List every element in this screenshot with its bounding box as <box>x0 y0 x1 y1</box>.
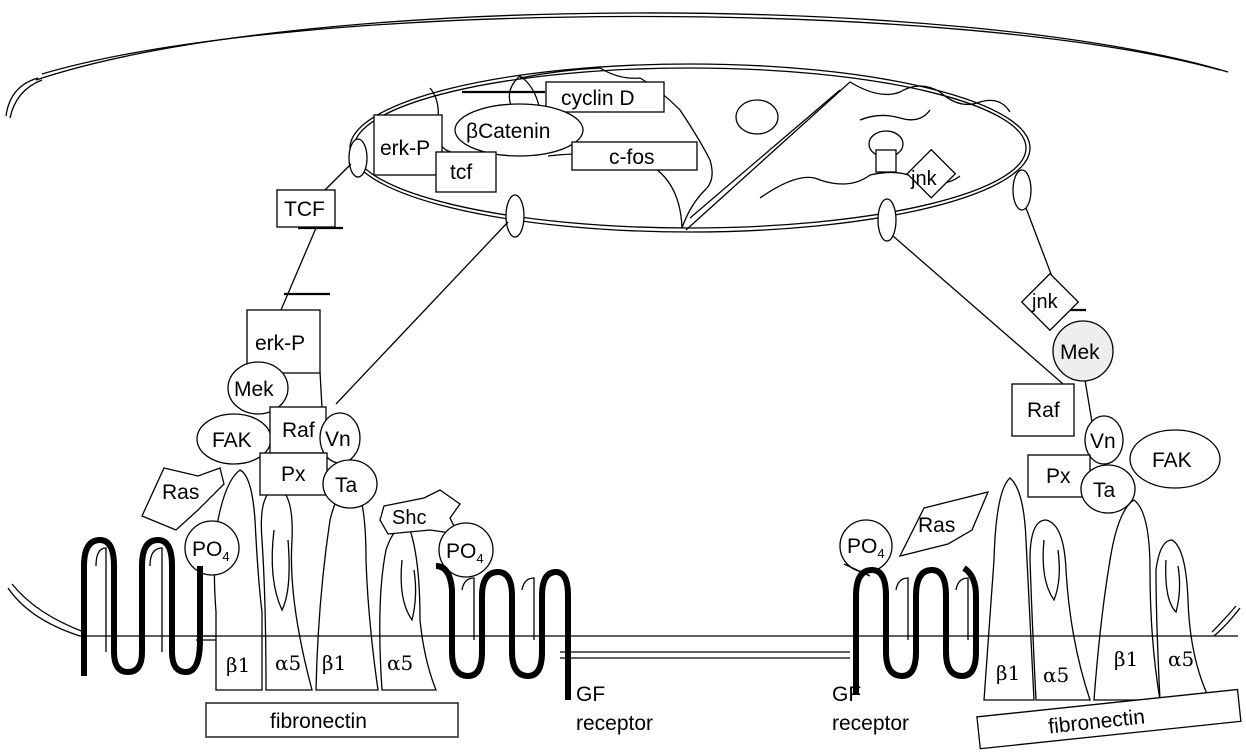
right-gf-receptor-label-1: GF <box>832 683 861 706</box>
right-ras-label: Ras <box>918 514 955 537</box>
left-erk-p-label: erk-P <box>255 332 305 355</box>
nuclear-pore <box>1013 170 1031 210</box>
left-integrin-beta1-a: β1 <box>226 653 250 677</box>
left-fak-label: FAK <box>212 429 252 452</box>
left-tcf-label: TCF <box>284 198 325 221</box>
nucleus-tcf-label: tcf <box>450 161 472 184</box>
signal-lines <box>281 164 1093 452</box>
c-fos-label: c-fos <box>609 146 655 169</box>
beta-catenin-label: βCatenin <box>466 120 550 143</box>
right-mek-label: Mek <box>1060 341 1100 364</box>
left-vn-label: Vn <box>325 428 351 451</box>
right-integrin-alpha5-b: α5 <box>1168 647 1194 671</box>
nuclear-pore <box>878 199 896 241</box>
left-integrin-alpha5-a: α5 <box>275 651 301 675</box>
right-gf-receptor-2-coil <box>844 564 976 694</box>
left-raf-label: Raf <box>282 419 315 442</box>
right-gf-receptor-label-2: receptor <box>832 712 909 735</box>
right-integrin-beta1-b: β1 <box>1114 647 1138 671</box>
left-integrin-alpha5-b: α5 <box>387 651 413 675</box>
right-gf-receptor-1-coil <box>436 566 568 700</box>
left-ras-label: Ras <box>162 481 199 504</box>
left-gf-receptor-label-2: receptor <box>576 712 653 735</box>
left-mek-label: Mek <box>234 378 274 401</box>
shc-label: Shc <box>392 507 426 529</box>
left-integrin-beta1-b: β1 <box>322 651 346 675</box>
cyclin-d-label: cyclin D <box>561 87 635 110</box>
right-integrin-alpha5-a: α5 <box>1043 663 1069 687</box>
right-raf-label: Raf <box>1027 399 1060 422</box>
left-gf-receptor-coil <box>84 540 200 676</box>
nuclear-pore <box>349 139 367 177</box>
left-px-label: Px <box>281 463 306 486</box>
left-fibronectin-label: fibronectin <box>270 710 367 733</box>
right-fak-label: FAK <box>1152 449 1192 472</box>
right-ta-label: Ta <box>1093 479 1116 502</box>
nucleus-erk-p-label: erk-P <box>380 137 430 160</box>
right-integrin-beta1-a: β1 <box>996 661 1020 685</box>
right-px-label: Px <box>1046 465 1071 488</box>
left-ta-label: Ta <box>335 474 358 497</box>
left-gf-receptor-label-1: GF <box>576 683 605 706</box>
nucleus-jnk-label: jnk <box>910 168 938 190</box>
right-vn-label: Vn <box>1090 430 1116 453</box>
nuclear-pore <box>506 195 524 237</box>
right-jnk-label: jnk <box>1031 291 1059 313</box>
